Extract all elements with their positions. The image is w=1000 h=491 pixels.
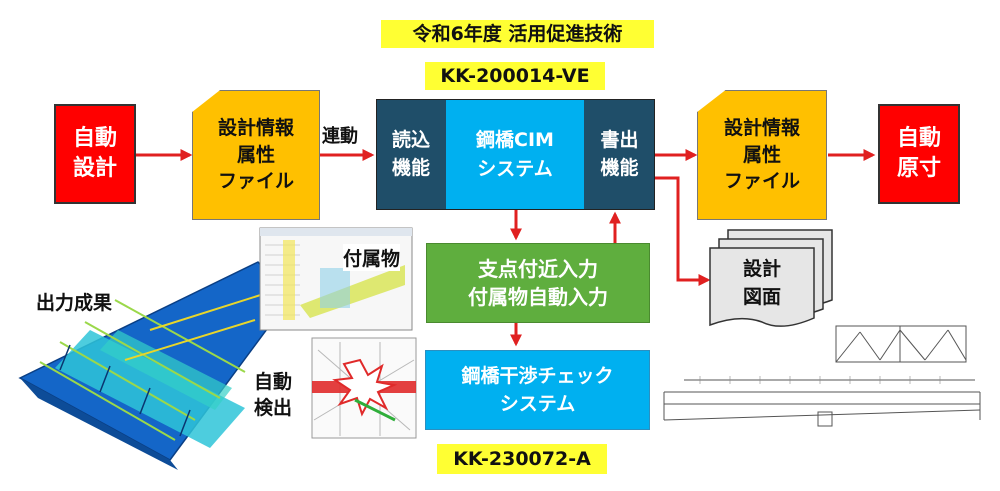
tech-title: 令和6年度 活用促進技術 bbox=[381, 20, 654, 48]
cim-system: 鋼橋CIM システム bbox=[446, 99, 584, 210]
design-file-in: 設計情報 属性 ファイル bbox=[192, 90, 320, 220]
auto-design-box: 自動 設計 bbox=[54, 104, 136, 204]
auto-detect-label: 自動 検出 bbox=[254, 371, 293, 419]
arrow-write-to-drawings bbox=[655, 176, 711, 286]
output-result-label: 出力成果 bbox=[36, 292, 113, 314]
tech-code-top: KK-200014-VE bbox=[425, 62, 605, 90]
interference-check-box: 鋼橋干渉チェック システム bbox=[425, 350, 650, 430]
drawing-sheet-front bbox=[709, 247, 815, 327]
link-label: 連動 bbox=[322, 126, 358, 147]
tech-code-bottom: KK-230072-A bbox=[437, 444, 607, 474]
auto-template-box: 自動 原寸 bbox=[878, 104, 960, 204]
attachments-label: 付属物 bbox=[343, 244, 401, 271]
design-drawings-label: 設計 図面 bbox=[742, 257, 781, 309]
design-file-out: 設計情報 属性 ファイル bbox=[697, 90, 827, 220]
auto-input-box: 支点付近入力 付属物自動入力 bbox=[426, 243, 650, 323]
write-function: 書出 機能 bbox=[584, 99, 655, 210]
cim-frame bbox=[376, 99, 655, 210]
read-function: 読込 機能 bbox=[376, 99, 446, 210]
